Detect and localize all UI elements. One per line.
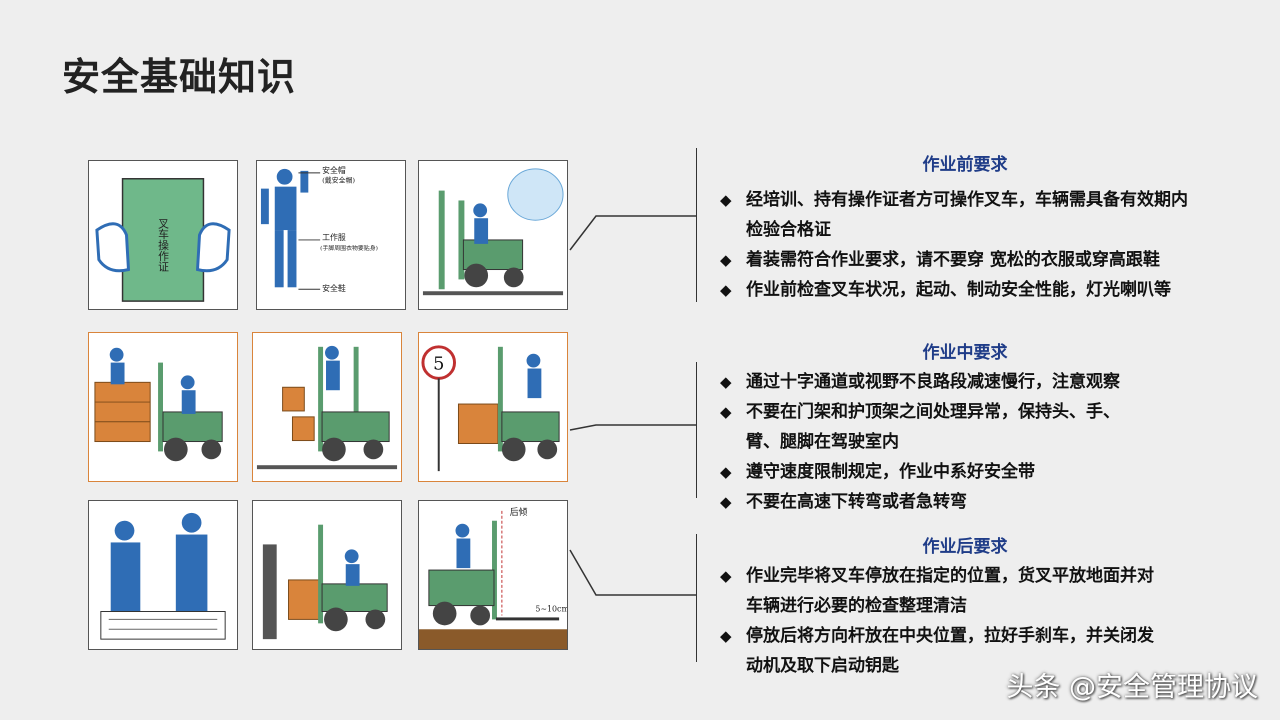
section-after-work: 作业后要求 ◆ 作业完毕将叉车停放在指定的位置，货叉平放地面并对车辆进行必要的检… xyxy=(700,532,1230,681)
diamond-icon: ◆ xyxy=(720,191,732,209)
bullet-text: 作业前检查叉车状况，起动、制动安全性能，灯光喇叭等 xyxy=(746,280,1171,300)
bullet-text: 经培训、持有操作证者方可操作叉车，车辆需具备有效期内检验合格证 xyxy=(746,190,1188,240)
diamond-icon: ◆ xyxy=(720,463,732,481)
label-shoes: 安全鞋 xyxy=(322,283,346,293)
section-title-before: 作业前要求 xyxy=(922,155,1008,175)
bracket-before xyxy=(696,148,697,302)
diamond-icon: ◆ xyxy=(720,403,732,421)
page-title: 安全基础知识 xyxy=(62,55,297,99)
bullet-item: ◆ 遵守速度限制规定，作业中系好安全带 xyxy=(700,457,1230,487)
diamond-icon: ◆ xyxy=(720,567,732,585)
bullet-text: 作业完毕将叉车停放在指定的位置，货叉平放地面并对车辆进行必要的检查整理清洁 xyxy=(746,566,1154,616)
forklift-check-image xyxy=(418,160,568,310)
bullet-text: 不要在门架和护顶架之间处理异常，保持头、手、臂、腿脚在驾驶室内 xyxy=(746,402,1120,452)
watermark: 头条 @安全管理协议 xyxy=(1006,672,1258,703)
bullet-item: ◆ 不要在门架和护顶架之间处理异常，保持头、手、臂、腿脚在驾驶室内 xyxy=(700,397,1230,457)
section-title-during: 作业中要求 xyxy=(922,343,1008,363)
bullet-item: ◆ 通过十字通道或视野不良路段减速慢行，注意观察 xyxy=(700,367,1230,397)
bullet-item: ◆ 停放后将方向杆放在中央位置，拉好手刹车，并关闭发动机及取下启动钥匙 xyxy=(700,621,1230,681)
section-during-work: 作业中要求 ◆ 通过十字通道或视野不良路段减速慢行，注意观察 ◆ 不要在门架和护… xyxy=(700,338,1230,517)
bullet-item: ◆ 经培训、持有操作证者方可操作叉车，车辆需具备有效期内检验合格证 xyxy=(700,185,1230,245)
forklift-overload-image xyxy=(88,332,238,482)
bracket-during xyxy=(696,362,697,498)
label-clothes-sub: (手脚周围衣物要贴身) xyxy=(320,244,378,252)
bullets-during: ◆ 通过十字通道或视野不良路段减速慢行，注意观察 ◆ 不要在门架和护顶架之间处理… xyxy=(700,367,1230,517)
forklift-mast-danger-image xyxy=(252,332,402,482)
section-title-after: 作业后要求 xyxy=(922,537,1008,557)
worker-ppe-image: 安全帽 (戴安全帽) 工作服 (手脚周围衣物要贴身) 安全鞋 xyxy=(256,160,406,310)
bracket-after xyxy=(696,534,697,662)
bullet-item: ◆ 作业完毕将叉车停放在指定的位置，货叉平放地面并对车辆进行必要的检查整理清洁 xyxy=(700,561,1230,621)
label-helmet: 安全帽 xyxy=(322,165,346,175)
speed-sign-number: 5 xyxy=(433,355,444,375)
diamond-icon: ◆ xyxy=(720,281,732,299)
license-card-text: 叉车操作证 xyxy=(157,218,170,272)
bullets-after: ◆ 作业完毕将叉车停放在指定的位置，货叉平放地面并对车辆进行必要的检查整理清洁 … xyxy=(700,561,1230,681)
bullet-item: ◆ 不要在高速下转弯或者急转弯 xyxy=(700,487,1230,517)
diamond-icon: ◆ xyxy=(720,251,732,269)
bullet-text: 着装需符合作业要求，请不要穿 宽松的衣服或穿高跟鞋 xyxy=(746,250,1160,270)
bullet-text: 遵守速度限制规定，作业中系好安全带 xyxy=(746,462,1035,482)
connector-lines xyxy=(569,215,696,596)
diamond-icon: ◆ xyxy=(720,493,732,511)
forklift-fork-height-image: 后倾 5~10cm xyxy=(418,500,568,650)
forklift-parking-image xyxy=(252,500,402,650)
fork-height-label: 5~10cm xyxy=(535,605,567,614)
diamond-icon: ◆ xyxy=(720,627,732,645)
bullet-item: ◆ 作业前检查叉车状况，起动、制动安全性能，灯光喇叭等 xyxy=(700,275,1230,305)
forklift-speed-limit-image: 5 xyxy=(418,332,568,482)
label-helmet-sub: (戴安全帽) xyxy=(322,176,355,185)
tilt-label: 后倾 xyxy=(510,506,528,518)
bullet-text: 停放后将方向杆放在中央位置，拉好手刹车，并关闭发动机及取下启动钥匙 xyxy=(746,626,1154,676)
diamond-icon: ◆ xyxy=(720,373,732,391)
section-before-work: 作业前要求 ◆ 经培训、持有操作证者方可操作叉车，车辆需具备有效期内检验合格证 … xyxy=(700,150,1230,305)
workers-discussion-image xyxy=(88,500,238,650)
bullet-text: 不要在高速下转弯或者急转弯 xyxy=(746,492,967,512)
license-card-image: 叉车操作证 xyxy=(88,160,238,310)
bullet-text: 通过十字通道或视野不良路段减速慢行，注意观察 xyxy=(746,372,1120,392)
label-clothes: 工作服 xyxy=(322,232,346,242)
bullets-before: ◆ 经培训、持有操作证者方可操作叉车，车辆需具备有效期内检验合格证 ◆ 着装需符… xyxy=(700,185,1230,305)
bullet-item: ◆ 着装需符合作业要求，请不要穿 宽松的衣服或穿高跟鞋 xyxy=(700,245,1230,275)
